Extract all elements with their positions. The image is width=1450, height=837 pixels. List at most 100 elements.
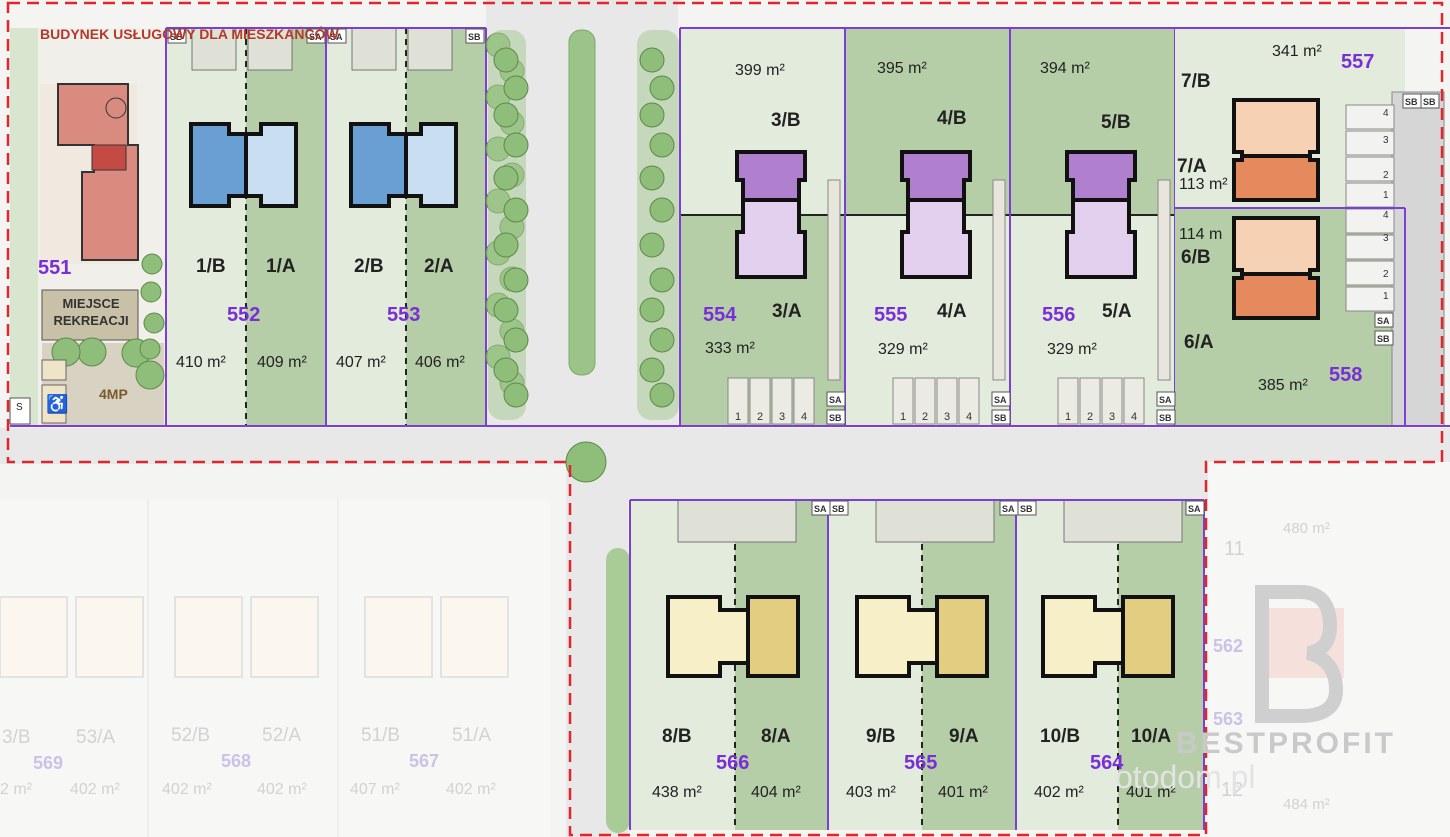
faded-lot-number: 563: [1213, 709, 1244, 729]
parking-space: [41, 359, 67, 381]
tree: [503, 267, 529, 293]
tree: [143, 312, 165, 334]
unit-label-4B: 4/B: [937, 108, 967, 129]
bin-label: SB: [1377, 334, 1390, 344]
tree: [639, 102, 665, 128]
house-unit-b: [855, 595, 939, 678]
parking-pad: [677, 499, 797, 543]
service-building-symbol: [105, 97, 127, 119]
bin-label: SA: [1377, 316, 1390, 326]
site-boundary: [6, 1, 1444, 837]
unit-label-8B: 8/B: [662, 726, 692, 747]
faded-unit-label: 53/A: [76, 727, 116, 748]
unit-label-7A: 7/A: [1177, 156, 1207, 177]
tree: [493, 297, 519, 323]
tree: [639, 47, 665, 73]
parking-pad: [407, 27, 453, 71]
tree: [649, 132, 675, 158]
side-path: [992, 179, 1006, 381]
parking-number: 4: [1383, 108, 1389, 119]
tree: [639, 165, 665, 191]
unit-label-6B: 6/B: [1181, 247, 1211, 268]
brand-name: BESTPROFIT: [1176, 727, 1397, 760]
tree: [135, 360, 165, 390]
parking-number: 2: [1383, 269, 1389, 280]
unit-label-3B: 3/B: [771, 110, 801, 131]
unit-area-2A: 406 m²: [415, 354, 465, 371]
unit-label-3A: 3/A: [772, 301, 802, 322]
tree: [503, 327, 529, 353]
lot-number-553: 553: [387, 304, 421, 326]
house-unit-b: [1065, 150, 1137, 202]
watermark: otodom.pl: [1115, 759, 1256, 795]
unit-area-7B: 341 m²: [1272, 43, 1322, 60]
unit-area-10B: 402 m²: [1034, 784, 1084, 801]
bin-box: [1185, 500, 1205, 516]
parking-number: 2: [922, 411, 928, 423]
unit-area-8A: 404 m²: [751, 784, 801, 801]
bin-box: [1420, 93, 1440, 109]
parking-space: [1101, 377, 1123, 425]
side-path: [827, 179, 841, 381]
house-unit-a: [1065, 198, 1137, 279]
bin-label: SA: [829, 395, 842, 405]
tree: [649, 382, 675, 408]
faded-area: 480 m²: [1283, 520, 1330, 537]
house-unit-a: [404, 122, 458, 208]
faded-lot-number: 562: [1213, 636, 1244, 656]
bin-label: SB: [1159, 413, 1172, 423]
parking-space: [892, 377, 914, 425]
house-unit-a: [244, 122, 298, 208]
bin-label: SB: [829, 413, 842, 423]
faded-lot-12: 12: [1221, 779, 1244, 801]
bin-box: [306, 28, 326, 44]
parking-space: [1345, 130, 1395, 156]
parking-number: 3: [1383, 135, 1389, 146]
parking-space: [793, 377, 815, 425]
bin-box: [1156, 391, 1176, 407]
lot-number-555: 555: [874, 304, 908, 326]
parking-space: [1345, 156, 1395, 182]
unit-area-6B: 114 m: [1179, 226, 1223, 243]
house-unit: [1232, 216, 1320, 276]
unit-label-9A: 9/A: [949, 726, 979, 747]
house-unit: [1232, 272, 1320, 320]
tree: [77, 337, 107, 367]
parking-number: 3: [779, 411, 785, 423]
house-unit-b: [735, 150, 807, 202]
brand-logo: [1255, 585, 1344, 723]
bin-box: [1017, 500, 1037, 516]
house-unit-b: [349, 122, 408, 208]
bin-label: SB: [1423, 97, 1436, 107]
lot-551-green-strip: [10, 28, 38, 426]
lot-number-556: 556: [1042, 304, 1076, 326]
service-building: [57, 83, 139, 261]
faded-lot-11: 11: [1224, 538, 1245, 560]
house-unit-a: [1121, 595, 1175, 678]
lot-number-557: 557: [1341, 51, 1375, 73]
bin-box: [991, 409, 1011, 425]
bin-box: [465, 28, 485, 44]
tree: [639, 232, 665, 258]
unit-label-4A: 4/A: [937, 301, 967, 322]
unit-label-1A: 1/A: [266, 256, 296, 277]
recreation-area-label: MIEJSCE REKREACJI: [53, 296, 129, 328]
tree: [649, 267, 675, 293]
tree: [503, 197, 529, 223]
faded-unit-area: 2 m²: [0, 781, 32, 798]
unit-label-7B: 7/B: [1181, 71, 1211, 92]
tree: [503, 75, 529, 101]
unit-area-9A: 401 m²: [938, 784, 988, 801]
road-median: [568, 29, 596, 376]
faded-unit-area: 402 m²: [257, 781, 307, 798]
parking-space: [1345, 182, 1395, 208]
unit-area-2B: 407 m²: [336, 354, 386, 371]
parking-pad: [875, 499, 995, 543]
parking-space: [1057, 377, 1079, 425]
bin-label: SA: [814, 504, 827, 514]
tree: [493, 232, 519, 258]
unit-label-1B: 1/B: [196, 256, 226, 277]
house-unit: [1232, 98, 1320, 158]
unit-label-10B: 10/B: [1040, 726, 1081, 747]
parking-pad: [351, 27, 397, 71]
